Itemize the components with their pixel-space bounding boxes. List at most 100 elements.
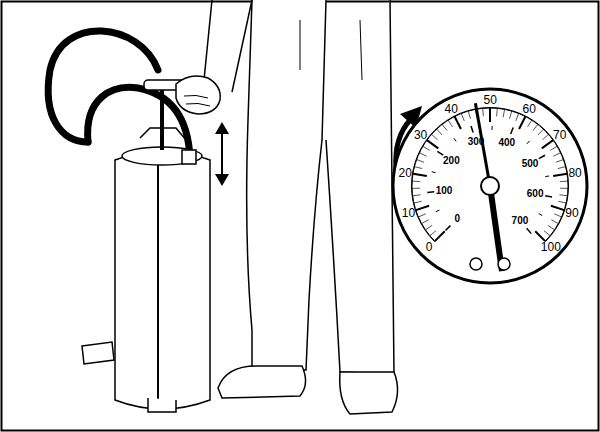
gauge-tick (431, 134, 437, 139)
gauge-tick (416, 206, 429, 210)
gauge-needle-layer (390, 86, 590, 286)
pump-head (140, 128, 186, 140)
gauge-tick (471, 126, 473, 133)
gauge-tick (539, 155, 545, 158)
gauge-tick (553, 153, 560, 156)
gauge-number: 60 (523, 103, 536, 115)
left-leg (247, 0, 326, 370)
gauge-number: 200 (443, 156, 460, 166)
gauge-needle (475, 103, 490, 186)
gauge-tick (528, 120, 532, 127)
gauge-number: 600 (527, 189, 544, 199)
gauge-tick (556, 160, 564, 163)
gauge-tick (417, 160, 425, 163)
gauge-tick (455, 117, 461, 129)
gauge-tick (412, 188, 420, 189)
gauge-tick (527, 228, 532, 233)
gauge-number: 500 (522, 159, 539, 169)
motion-arrow-heads (215, 122, 229, 186)
gauge-tick (427, 191, 434, 193)
gauge-tick (551, 220, 558, 224)
gauge-hub (481, 177, 499, 195)
gauge-tick (482, 108, 484, 116)
gauge-tick (423, 146, 430, 150)
gauge-tick (496, 108, 498, 116)
gauge-tick (527, 141, 530, 144)
gauge-number: 80 (568, 167, 581, 179)
gauge-tick (535, 231, 545, 241)
pressure-gauge: 0102030405060708090100010020030040050060… (390, 86, 590, 286)
tank-base (148, 398, 176, 412)
gauge-tick (503, 109, 504, 117)
sprayer-tank (115, 151, 210, 409)
gauge-tick (489, 108, 491, 122)
gauge-rim (393, 89, 587, 283)
gauge-tick (533, 124, 538, 130)
gauge-screw (470, 258, 482, 270)
gauge-number: 400 (498, 138, 515, 148)
gauge-number: 100 (541, 241, 561, 253)
gauge-number: 10 (402, 207, 415, 219)
gauge-number: 700 (512, 216, 529, 226)
gauge-number: 70 (553, 129, 566, 141)
gauge-tick (553, 174, 567, 176)
gauge-number: 0 (426, 241, 433, 253)
gauge-number: 0 (454, 214, 460, 224)
right-leg (326, 0, 394, 374)
gauge-ticks (412, 108, 569, 242)
gauge-tick (468, 111, 470, 119)
gauge-tick (550, 146, 557, 150)
trouser-seam (300, 20, 362, 80)
gauge-number: 50 (484, 94, 497, 106)
gauge-tick (559, 195, 567, 196)
gauge-tick (519, 117, 525, 129)
gauge-tick (554, 214, 561, 217)
gauge-tick (551, 206, 564, 210)
hand (176, 76, 220, 114)
gauge-tick (436, 210, 440, 212)
gauge-tick (511, 127, 514, 134)
left-shoe (218, 366, 306, 398)
gauge-tick (413, 195, 421, 196)
gauge-tick (413, 174, 427, 176)
gauge-tick (492, 126, 493, 130)
gauge-tick (432, 171, 436, 173)
gauge-tick (545, 175, 549, 177)
gauge-tick (545, 196, 552, 197)
gauge-tick (414, 167, 422, 169)
gauge-tick (558, 201, 566, 203)
gauge-tick (543, 134, 549, 139)
gauge-number: 90 (565, 207, 578, 219)
gauge-tick (442, 124, 447, 130)
gauge-tick (419, 153, 426, 156)
gauge-tick (437, 129, 442, 135)
gauge-tick (448, 120, 452, 127)
gauge-tick (548, 225, 555, 229)
arm (204, 0, 252, 92)
gauge-tick (422, 220, 429, 224)
gauge-tick (412, 181, 420, 183)
right-shoe (340, 372, 398, 414)
gauge-tick (445, 226, 450, 231)
gauge-tick (430, 231, 436, 236)
gauge-tick (435, 231, 445, 241)
gauge-tick (454, 138, 456, 141)
gauge-tick (510, 111, 512, 119)
gauge-tick (461, 113, 464, 120)
gauge-tick (427, 140, 438, 148)
gauge-tick (538, 129, 543, 135)
gauge-scale-arc (412, 108, 569, 242)
foot-rest (82, 342, 114, 364)
gauge-number: 20 (399, 167, 412, 179)
gauge-tick (418, 214, 425, 217)
gauge-tick (414, 201, 422, 203)
fingers (184, 95, 210, 106)
gauge-tick (558, 167, 566, 169)
gauge-tick (437, 151, 443, 155)
gauge-number: 30 (414, 129, 427, 141)
gauge-number: 100 (436, 186, 453, 196)
gauge-tick (516, 113, 519, 120)
motion-arrow (221, 130, 223, 178)
pump-rod (160, 88, 164, 150)
